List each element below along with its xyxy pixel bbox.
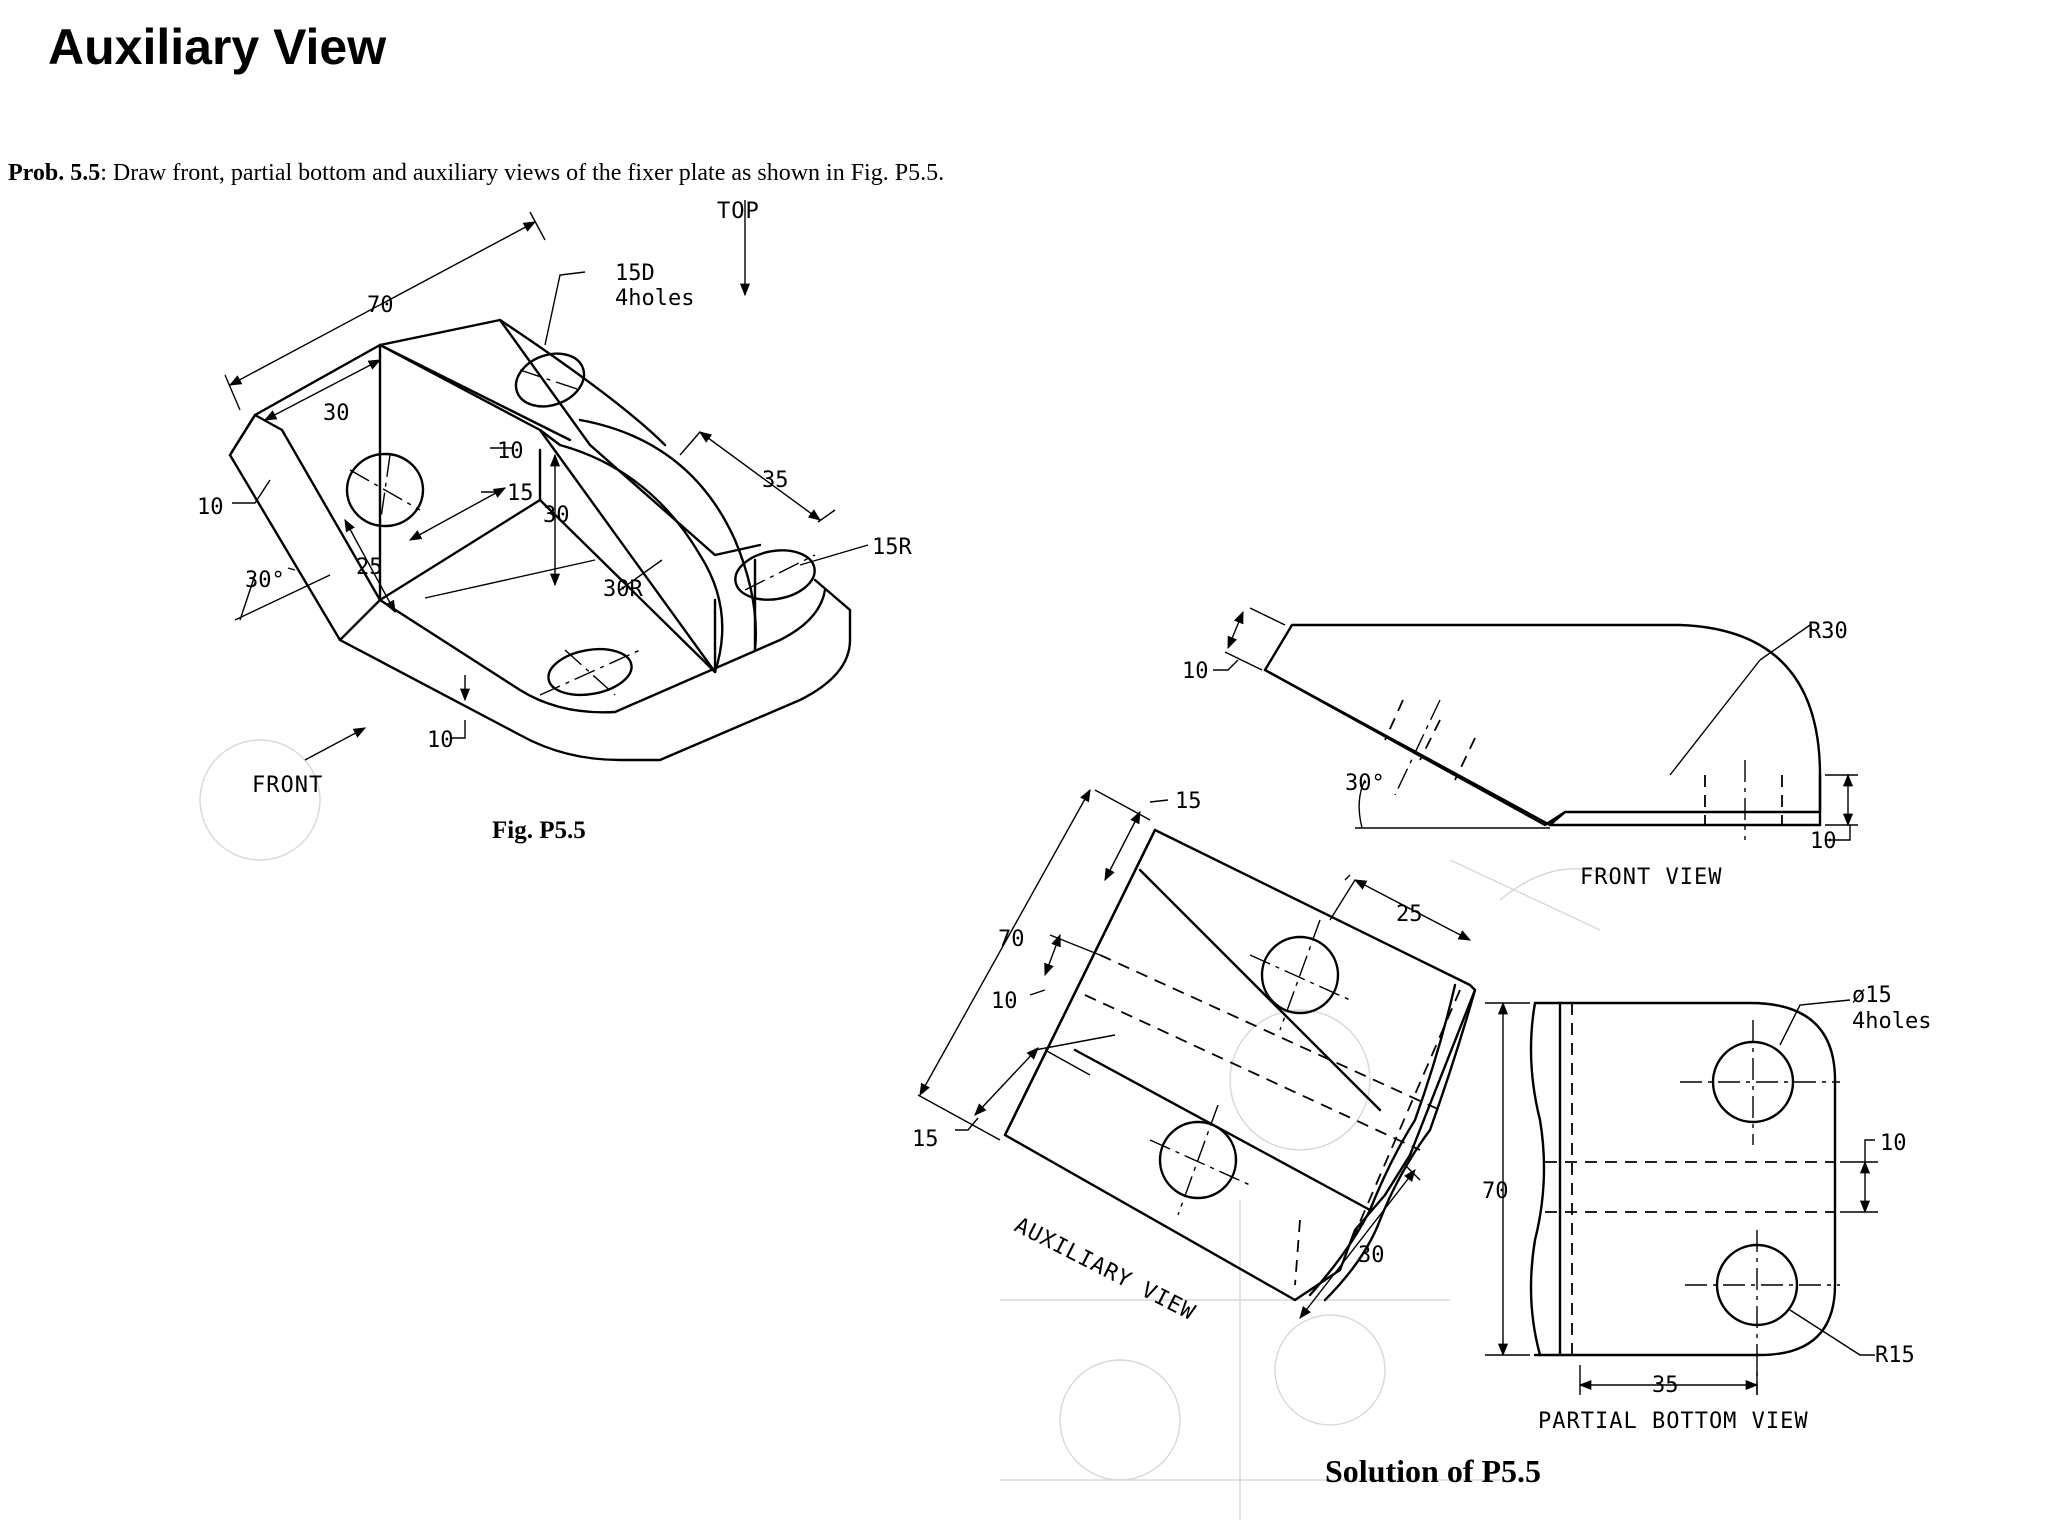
- bv-dim-10: 10: [1880, 1131, 1907, 1156]
- hole-right: [734, 549, 816, 601]
- solution-caption: Solution of P5.5: [1325, 1453, 1541, 1489]
- dim-10a: 10: [197, 495, 224, 520]
- dim-10c: 10: [427, 728, 454, 753]
- front-label: FRONT: [252, 773, 323, 798]
- bv-dim-35: 35: [1652, 1373, 1679, 1398]
- top-label: TOP: [717, 199, 760, 224]
- dim-15d: 15D: [615, 261, 655, 286]
- problem-number: Prob. 5.5: [8, 160, 101, 186]
- dim-30b: 30: [543, 503, 570, 528]
- aux-hole-upper: [1260, 935, 1340, 1015]
- partial-bottom-view: ø15 4holes 10 70 R15 35 PARTIAL BOTTOM V…: [1482, 983, 1931, 1434]
- bv-dim-dia: ø15: [1852, 983, 1892, 1008]
- aux-dim-25: 25: [1396, 902, 1423, 927]
- bv-dim-r15: R15: [1875, 1343, 1915, 1368]
- dim-30a: 30: [323, 401, 350, 426]
- aux-dim-70: 70: [998, 927, 1025, 952]
- fv-dim-r30: R30: [1808, 619, 1848, 644]
- hole-front: [547, 647, 633, 697]
- fv-dim-10: 10: [1182, 659, 1209, 684]
- dim-holes: 4holes: [615, 286, 694, 311]
- aux-dim-30: 30: [1358, 1243, 1385, 1268]
- problem-statement: Prob. 5.5: Draw front, partial bottom an…: [8, 160, 944, 187]
- dim-15: 15: [507, 481, 534, 506]
- dim-35: 35: [762, 468, 789, 493]
- problem-text: : Draw front, partial bottom and auxilia…: [100, 160, 945, 186]
- dim-25: 25: [356, 555, 383, 580]
- auxiliary-view: 15 70 10 15 25 30 AUXILIARY VIEW: [912, 788, 1477, 1326]
- aux-dim-15b: 15: [912, 1127, 939, 1152]
- base-plate-outline: [228, 413, 852, 762]
- isometric-figure: 70 30 10 30° 25 10 15 30 30R 35 15R 10 1…: [197, 199, 912, 844]
- background-construction-lines: [199, 739, 1621, 1520]
- aux-dim-15a: 15: [1175, 789, 1202, 814]
- page-title: Auxiliary View: [48, 19, 387, 75]
- dim-15r: 15R: [872, 535, 912, 560]
- bv-dim-70: 70: [1482, 1179, 1509, 1204]
- bv-dim-holes: 4holes: [1852, 1009, 1931, 1034]
- bottom-view-outline: [1533, 1001, 1837, 1357]
- dim-30deg: 30°: [245, 568, 285, 593]
- figure-caption: Fig. P5.5: [492, 817, 586, 844]
- dim-70: 70: [367, 293, 394, 318]
- front-view-label: FRONT VIEW: [1580, 865, 1722, 890]
- bottom-view-label: PARTIAL BOTTOM VIEW: [1538, 1409, 1809, 1434]
- base-plate-top-edge: [253, 343, 572, 442]
- hole-upper: [514, 352, 586, 408]
- fv-dim-30deg: 30°: [1345, 771, 1385, 796]
- aux-hole-lower: [1158, 1120, 1238, 1200]
- dim-30r: 30R: [603, 577, 643, 602]
- dim-10b: 10: [497, 439, 524, 464]
- fv-dim-10b: 10: [1810, 829, 1837, 854]
- aux-dim-10: 10: [991, 989, 1018, 1014]
- front-view: R30 10 30° 10 FRONT VIEW: [1182, 607, 1858, 890]
